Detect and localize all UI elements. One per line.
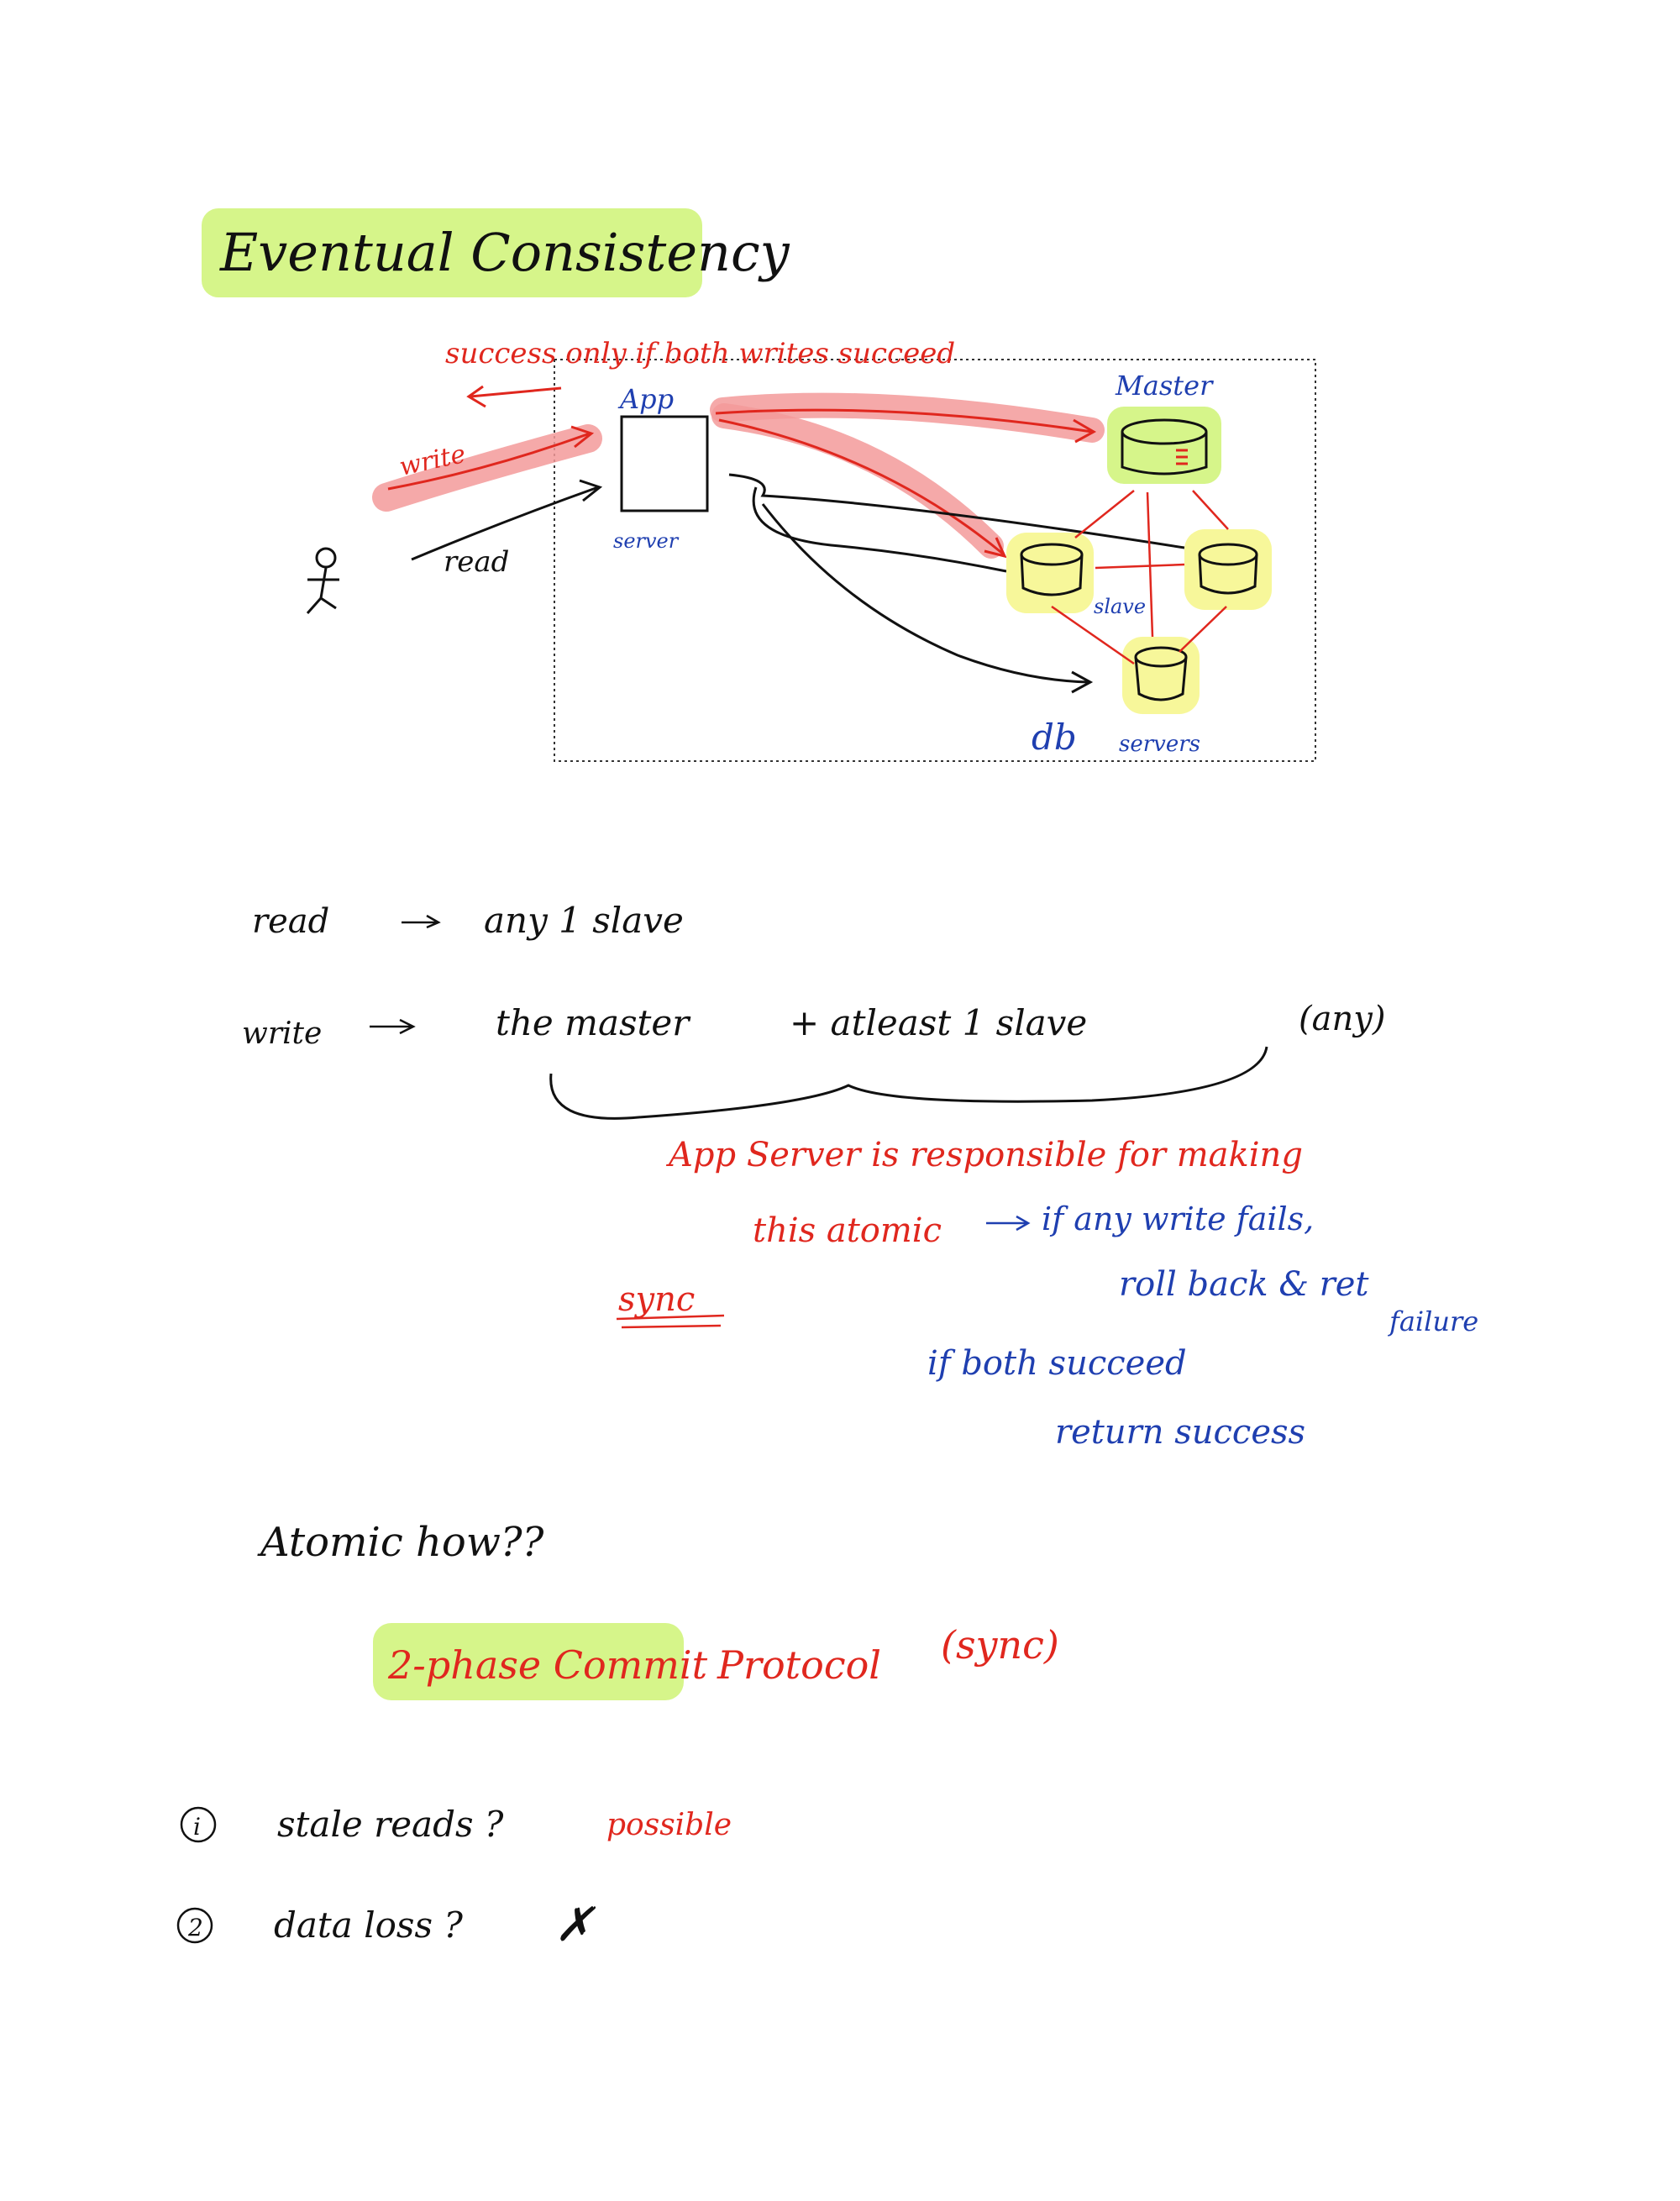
return-arrow — [466, 385, 562, 408]
list-item: i stale reads ? possible — [180, 1804, 732, 1845]
slave-path-highlight — [711, 403, 1004, 559]
title-highlight — [202, 208, 702, 297]
if-any-fails: if any write fails, — [1042, 1200, 1314, 1237]
app-to-slave1-black-arrow — [752, 486, 1007, 573]
slave3-db-icon — [1134, 646, 1188, 701]
db-label: db — [1032, 717, 1077, 758]
rule-read-label: read — [252, 902, 329, 941]
rule-write-plus: + atleast 1 slave — [790, 1002, 1087, 1043]
write-brace — [549, 1046, 1268, 1120]
slave-label: slave — [1094, 595, 1146, 618]
list-text: stale reads ? — [277, 1804, 504, 1845]
servers-label: servers — [1119, 732, 1200, 757]
failure-label: failure — [1388, 1305, 1478, 1337]
write-arrow — [387, 425, 595, 491]
app-to-master-arrow — [715, 408, 1097, 444]
master-path-highlight — [710, 392, 1105, 443]
slave1-highlight — [1006, 533, 1094, 613]
slave2-highlight — [1184, 529, 1272, 610]
protocol-rest: Protocol — [717, 1642, 881, 1688]
architecture-diagram: success only if both writes succeed App … — [306, 337, 1316, 762]
roll-back: roll back & ret — [1119, 1265, 1369, 1304]
list-marker: i — [193, 1813, 201, 1841]
user-icon — [306, 547, 339, 614]
master-label: Master — [1115, 370, 1214, 402]
atomic-question: Atomic how?? 2-phase Commit Protocol (sy… — [257, 1519, 1059, 1700]
app-label: App — [617, 383, 674, 415]
question-list: i stale reads ? possible 2 data loss ? ✗ — [176, 1804, 732, 1952]
read-arrow — [411, 479, 603, 561]
slave1-db-icon — [1020, 543, 1084, 596]
title: Eventual Consistency — [219, 222, 790, 283]
system-boundary — [554, 359, 1316, 762]
responsible-line1: App Server is responsible for making — [665, 1136, 1303, 1174]
app-to-slave2-arrow — [728, 473, 1185, 549]
rule-write-master: the master — [496, 1002, 691, 1043]
responsible-line2: this atomic — [753, 1211, 942, 1250]
protocol-sync: (sync) — [941, 1622, 1059, 1668]
rule-write-any: (any) — [1299, 1000, 1385, 1038]
sync-label: sync — [618, 1280, 695, 1319]
list-answer: possible — [606, 1808, 732, 1842]
rule-write-label: write — [242, 1016, 322, 1051]
atomic-how: Atomic how?? — [257, 1519, 544, 1566]
protocol-highlight — [373, 1623, 684, 1700]
consistency-rules: read any 1 slave write the master + atle… — [242, 900, 1385, 1120]
atomic-notes: App Server is responsible for making thi… — [616, 1136, 1478, 1452]
atomic-arrow — [986, 1215, 1031, 1232]
app-to-slave3-arrow — [761, 503, 1094, 694]
app-server-box — [620, 415, 709, 512]
replication-links — [1051, 490, 1229, 665]
master-db-icon — [1121, 418, 1208, 475]
rule-read-target: any 1 slave — [484, 900, 684, 941]
read-label: read — [444, 545, 509, 579]
app-to-slave1-arrow — [718, 418, 1007, 559]
slave2-db-icon — [1198, 543, 1258, 595]
list-marker: 2 — [187, 1914, 203, 1941]
list-item: 2 data loss ? ✗ — [176, 1898, 596, 1952]
list-text: data loss ? — [274, 1904, 463, 1946]
if-both-succeed: if both succeed — [927, 1344, 1187, 1383]
rule-write-arrow — [370, 1018, 416, 1035]
master-highlight — [1107, 407, 1221, 484]
list-answer: ✗ — [554, 1898, 596, 1952]
sync-underline — [616, 1314, 725, 1329]
return-success: return success — [1055, 1413, 1305, 1452]
server-label: server — [613, 529, 680, 553]
rule-read-arrow — [402, 914, 441, 929]
protocol-name: 2-phase Commit — [387, 1642, 708, 1688]
success-note: success only if both writes succeed — [445, 337, 955, 370]
